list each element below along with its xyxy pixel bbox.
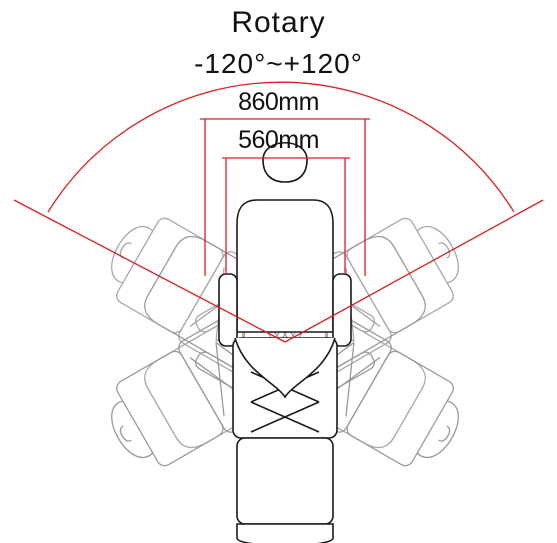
dimension-lines — [200, 118, 370, 276]
rotation-guides — [13, 81, 544, 343]
inner-width-label: 560mm — [238, 126, 319, 154]
main-chair — [218, 141, 352, 543]
radius-line-right — [284, 199, 544, 343]
rotation-range-label: -120°~+120° — [194, 48, 363, 79]
outer-width-label: 860mm — [238, 88, 319, 116]
radius-line-left — [13, 199, 286, 343]
rotation-arc — [47, 81, 515, 213]
title-label: Rotary — [231, 6, 326, 39]
